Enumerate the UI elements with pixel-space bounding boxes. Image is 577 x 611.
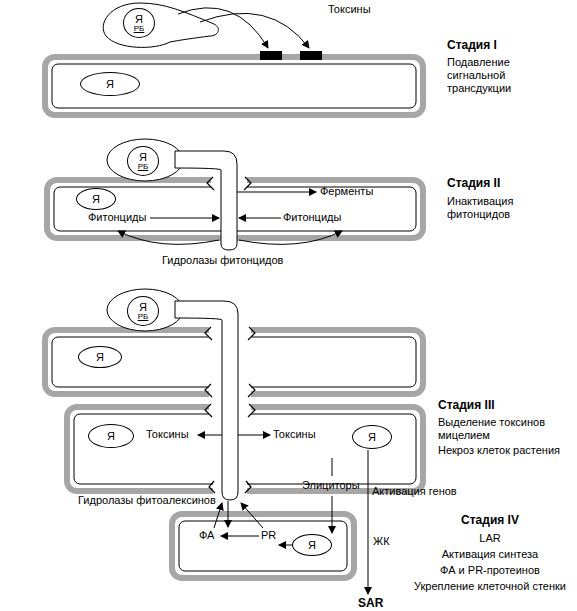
plant-cell-membrane [179, 521, 347, 571]
text-label: Некроз клеток растения [438, 444, 560, 457]
stage-heading: Стадия II [447, 176, 500, 190]
text-label: Укрепление клеточной стенки [405, 580, 575, 593]
wall-breach-edge [205, 384, 212, 397]
text-label: Токсины [328, 3, 371, 16]
plant-cell-membrane [52, 64, 416, 108]
text-label: Гидролазы фитоалексинов [78, 494, 216, 507]
nucleus-label: Я [308, 540, 316, 551]
wall-breach-edge [205, 327, 212, 340]
plant-cell-wall [45, 57, 423, 115]
wall-breach-edge [248, 404, 255, 417]
nucleus-label: Я [135, 14, 143, 25]
text-label: PR [261, 529, 276, 542]
nucleus-label: Я [106, 79, 114, 90]
nucleus-label: Я [368, 432, 376, 443]
hypha [175, 301, 238, 500]
fungal-spore [103, 3, 218, 47]
nucleus-ellipse: ЯРБ [123, 8, 155, 38]
phytoncide-arrow [150, 218, 219, 219]
text-label: Токсины [146, 428, 189, 441]
nucleus-label: Я [139, 152, 147, 163]
stage-heading: Стадия III [438, 398, 495, 412]
nucleus-ellipse: Я [292, 534, 332, 556]
nucleus-label: Я [92, 194, 100, 205]
text-label: Элициторы [302, 479, 360, 492]
toxin-block [260, 51, 282, 60]
text-label: Гидролазы фитонцидов [162, 254, 283, 267]
toxin-arrow [198, 435, 222, 436]
pr-arrow [221, 536, 259, 537]
nucleus-sublabel: РБ [138, 313, 149, 321]
wall-breach-edge [244, 177, 251, 190]
elicitor-line [332, 458, 333, 476]
elicitor-arrow [332, 496, 333, 533]
text-label: ЖК [373, 535, 390, 548]
hypha [175, 151, 237, 250]
stage-heading: Стадия I [447, 38, 497, 52]
hydrolase-arrow [228, 501, 229, 527]
text-label: Фитонциды [283, 211, 341, 224]
nucleus-label: Я [139, 302, 147, 313]
nucleus-ellipse: Я [80, 72, 140, 96]
fungal-spore [107, 289, 183, 331]
hydrolase-arrow [118, 231, 219, 244]
toxin-arrow [238, 435, 270, 436]
text-label: Фитонциды [88, 211, 146, 224]
gene-arrow [279, 545, 292, 546]
toxin-arrow [200, 13, 309, 48]
toxin-block [300, 51, 322, 60]
text-label: Инактивация фитонцидов [447, 195, 557, 221]
signal-arrow [368, 450, 369, 594]
nucleus-ellipse: ЯРБ [127, 146, 159, 176]
wall-breach-edge [209, 481, 215, 493]
text-label: Активация синтеза [405, 548, 575, 561]
nucleus-ellipse: ЯРБ [127, 296, 159, 326]
stage-heading: SAR [358, 596, 383, 610]
phytoncide-arrow [239, 218, 281, 219]
fungal-spore [107, 139, 183, 181]
nucleus-ellipse: Я [88, 424, 134, 448]
pr-arrow [241, 503, 263, 528]
hydrolase-arrow [239, 231, 342, 244]
phytoalexin-arrow [214, 503, 222, 528]
wall-breach-edge [245, 481, 251, 493]
text-label: Выделение токсинов мицелием [438, 416, 563, 442]
text-label: ФА [199, 529, 214, 542]
nucleus-ellipse: Я [76, 188, 116, 210]
enzyme-arrow [237, 192, 316, 193]
nucleus-label: Я [96, 352, 104, 363]
text-label: Подавление сигнальной трансдукции [447, 56, 547, 95]
text-label: Токсины [273, 428, 316, 441]
nucleus-label: Я [107, 431, 115, 442]
stage-heading: Стадия IV [405, 513, 575, 527]
plant-cell-wall [172, 514, 354, 578]
text-label: Активация генов [372, 485, 457, 498]
nucleus-ellipse: Я [352, 425, 392, 449]
plant-cell-membrane [74, 414, 416, 484]
wall-breach-edge [248, 327, 255, 340]
text-label: LAR [405, 532, 575, 545]
wall-breach-edge [207, 177, 214, 190]
nucleus-ellipse: Я [78, 346, 122, 368]
wall-breach-edge [248, 384, 255, 397]
nucleus-sublabel: РБ [134, 25, 145, 33]
text-label: ФА и PR-протеинов [405, 564, 575, 577]
wall-breach-edge [205, 404, 212, 417]
text-label: Ферменты [320, 185, 373, 198]
nucleus-sublabel: РБ [138, 163, 149, 171]
